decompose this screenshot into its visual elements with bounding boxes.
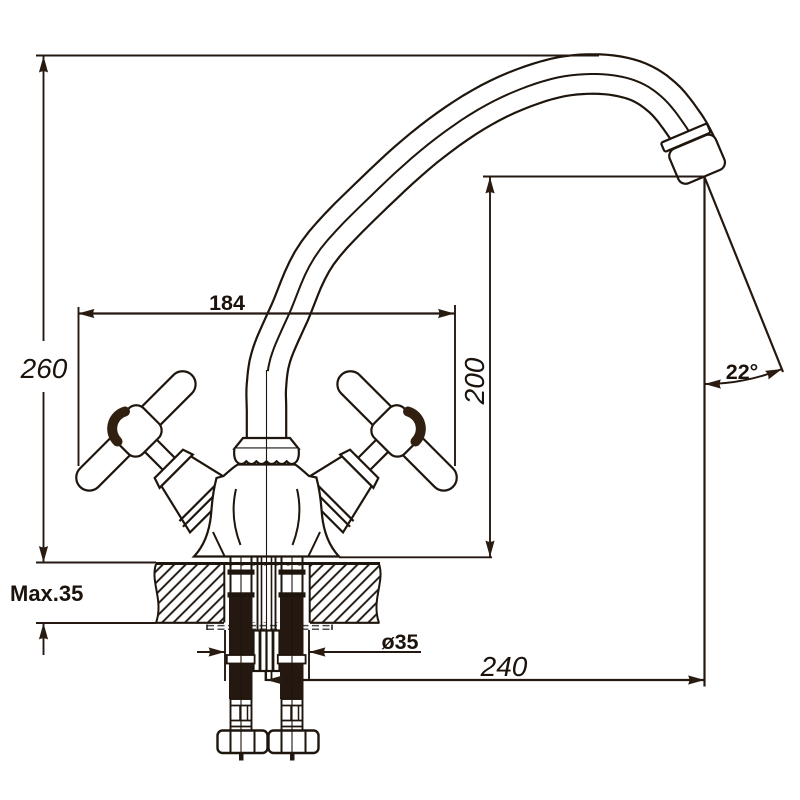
label-spout-reach: 240	[480, 651, 528, 682]
dim-22deg-angle-line	[703, 176, 785, 373]
label-handle-span: 184	[209, 291, 245, 315]
dimension-labels: 260 184 200 240 Max.35 ø35 22°	[10, 291, 758, 682]
label-hole-diameter: ø35	[381, 630, 418, 654]
label-outlet-angle: 22°	[726, 360, 759, 384]
label-spout-height: 200	[459, 357, 490, 405]
label-deck-thickness: Max.35	[10, 581, 83, 606]
countertop-slab	[153, 562, 382, 624]
mounting-plate	[206, 624, 333, 631]
label-overall-height: 260	[20, 353, 68, 384]
spout	[245, 53, 716, 439]
dimensions	[36, 54, 785, 687]
